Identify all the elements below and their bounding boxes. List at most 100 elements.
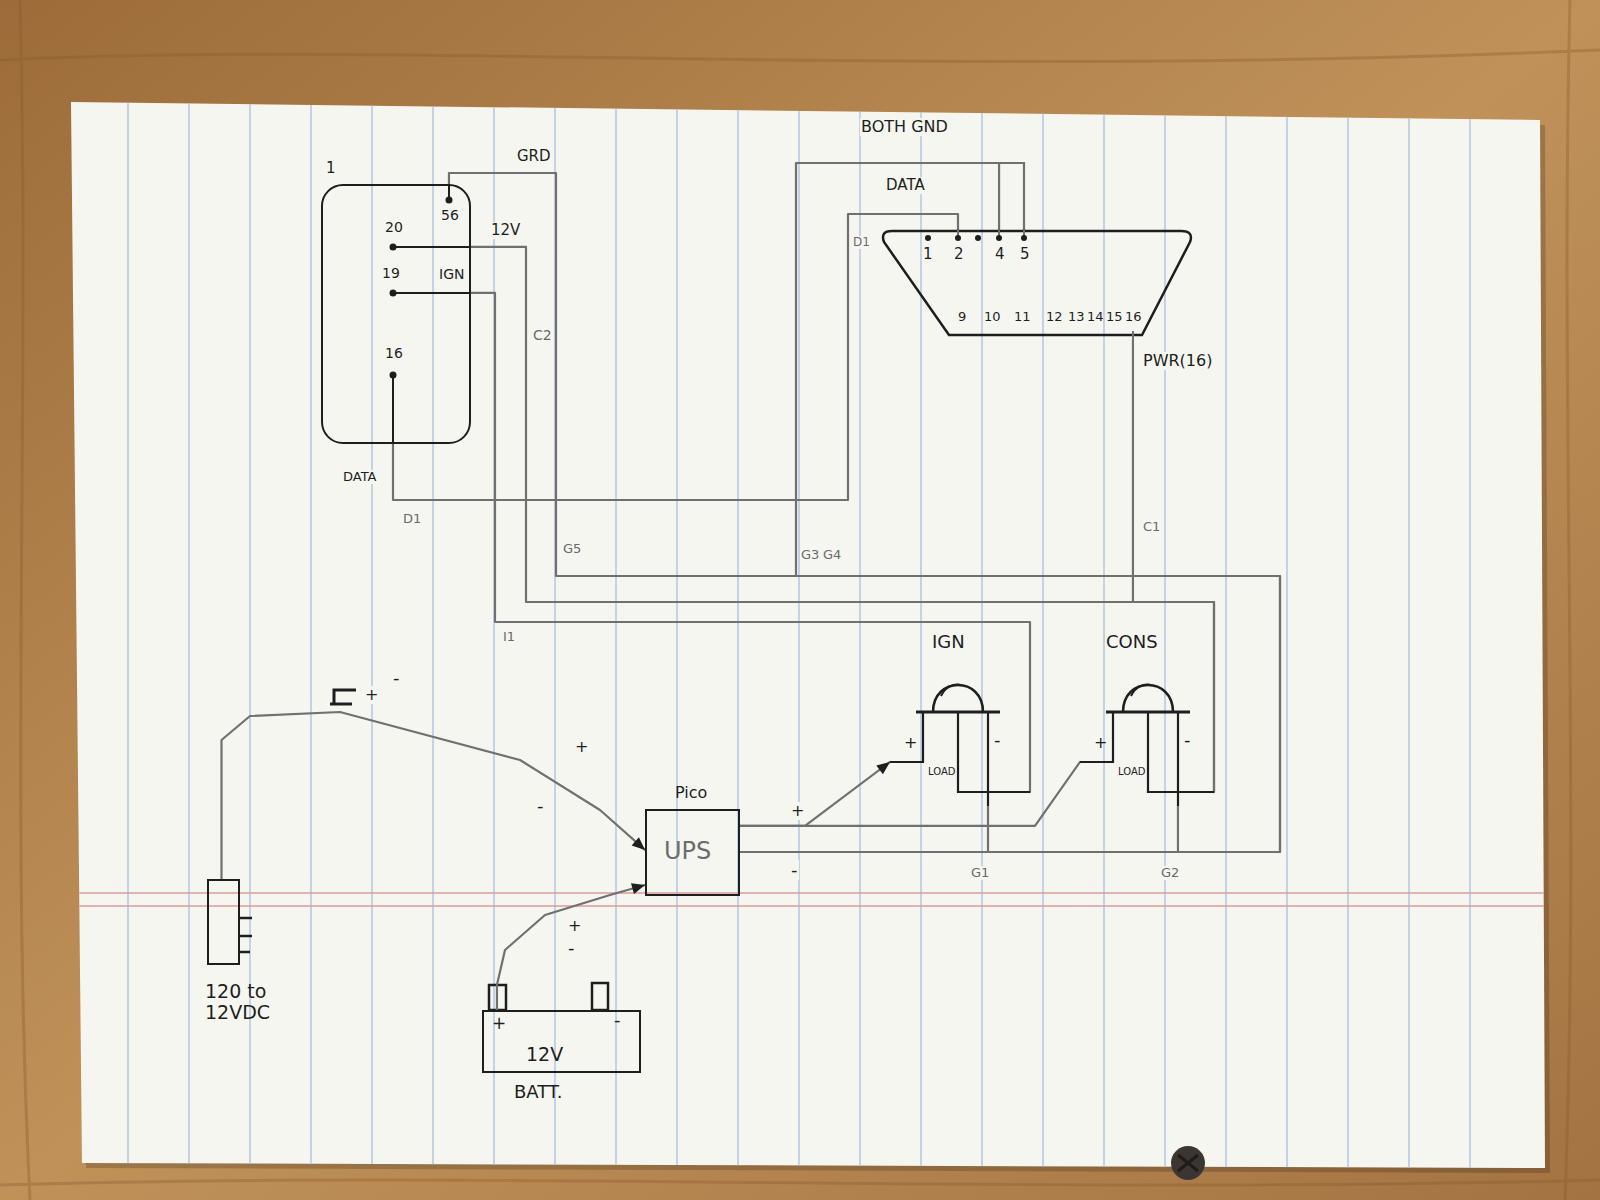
wire [740,163,1280,852]
wire-id: C2 [532,328,553,343]
wire-path [222,712,645,879]
pin-number: 1 [923,246,933,263]
pin-number: 9 [958,310,966,324]
pin-number: 1 [326,160,336,177]
relay-name: CONS [1106,632,1158,652]
relay-outline [890,632,1030,806]
signal-name: BOTH GND [860,118,949,136]
wire-id: I1 [502,630,516,644]
wire [497,883,645,1010]
signal-name: DATA [885,177,926,194]
connector-housing: 156201916 [321,184,471,444]
pin-number: 13 [1068,310,1085,324]
wire-path [393,214,958,500]
margin-lines [60,893,1560,906]
pin-number: 16 [1125,310,1142,324]
pin-number: 12 [1046,310,1063,324]
terminal-sign: - [614,1010,621,1030]
terminal-sign: + [492,1014,506,1033]
wire [471,293,1030,792]
pin-number: 16 [385,346,403,361]
arrow-head [876,762,890,774]
wire [740,762,890,826]
battery-voltage: 12V [526,1044,563,1065]
wire-path [740,163,1280,852]
paper-sheet [71,102,1545,1168]
wire-path [449,173,1280,852]
terminal-sign: - [1184,730,1191,750]
wire-path [471,293,1030,792]
polarity-sign: + [574,738,589,756]
battery-terminal [592,983,608,1010]
d-sub-connector: 1245910111213141516 [880,230,1195,340]
arrow-head [632,837,645,850]
pin-dot [1021,235,1027,241]
terminal-sign: + [904,734,917,752]
module-label: UPS [664,838,711,864]
polarity-sign: - [536,796,545,816]
relay-highlight [941,684,961,696]
relay-symbol: CONS+LOAD- [1080,632,1214,806]
pin-dot [389,371,396,378]
wire-path [497,885,645,1010]
wire-path [740,806,1178,852]
relay-dome [1123,685,1173,712]
polarity-sign: + [364,686,379,704]
relay-leg [958,712,1030,792]
wire [1133,340,1214,792]
wire [222,712,645,879]
connector-shell [883,231,1191,335]
pin-dot [975,235,981,241]
pin-number: 14 [1087,310,1104,324]
wire-path [1133,340,1214,792]
wire-id: G2 [1160,866,1180,880]
ruled-lines [128,100,1470,1170]
wire [740,806,1178,852]
wire [740,806,988,852]
terminal-sign: - [994,730,1001,750]
wire-id: G1 [970,866,990,880]
wire-path [740,762,890,826]
wire [471,247,1214,792]
wire-path [471,247,1214,792]
relay-symbol: IGN+LOAD- [890,632,1030,806]
battery-caption: BATT. [514,1082,563,1102]
pin-dot [389,289,396,296]
pin-dot [389,243,396,250]
pin-number: 15 [1106,310,1123,324]
power-adapter: 120 to 12VDC [207,879,240,965]
wire-id: G4 [822,548,842,562]
wire [393,214,958,500]
signal-name: 12V [490,222,521,239]
pin-number: 19 [382,266,400,281]
pin-number: 4 [995,246,1005,263]
battery: +-12VBATT. [482,1010,641,1073]
relay-dome [933,685,983,712]
pin-wire [958,230,1133,340]
polarity-sign: - [790,860,799,880]
screw-slot [1178,1155,1198,1171]
terminal-label: LOAD [928,766,955,777]
polarity-sign: + [567,917,582,935]
pin-dot [955,235,961,241]
pin-number: 2 [954,246,964,263]
polarity-sign: + [790,802,805,820]
wire [740,762,1080,826]
wire-label: GRD [516,148,552,165]
polarity-sign: - [567,938,576,958]
relay-outline [1080,632,1214,806]
wire-path [740,762,1080,826]
wire-id: G5 [562,542,582,556]
terminal-label: LOAD [1118,766,1145,777]
barrel-plug [330,690,356,704]
pin-number: 10 [984,310,1001,324]
pin-dot [445,196,452,203]
adapter-prongs [240,918,252,952]
signal-name: IGN [438,267,465,282]
pin-dot [996,235,1002,241]
adapter-caption: 120 to 12VDC [205,981,285,1023]
pin-wire [393,184,471,444]
